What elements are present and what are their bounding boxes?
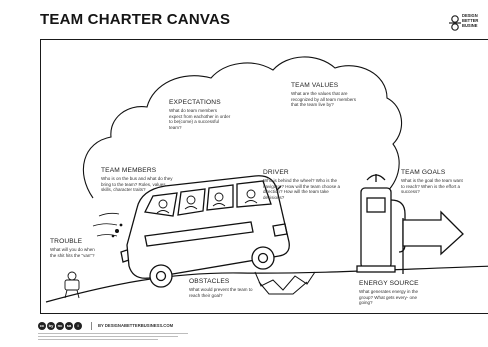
section-team-values[interactable]: TEAM VALUES What are the values that are… [291, 82, 359, 108]
section-question: What are the values that are recognized … [291, 91, 357, 108]
section-obstacles[interactable]: OBSTACLES What would prevent the team to… [189, 278, 253, 298]
fuel-pump-drawing [356, 174, 406, 273]
section-energy-source[interactable]: ENERGY SOURCE What generates energy in t… [359, 280, 425, 306]
info-icon: i [74, 322, 82, 330]
section-trouble[interactable]: TROUBLE What will you do when the shit h… [50, 238, 96, 258]
section-title: TROUBLE [50, 238, 83, 245]
speed-lines [92, 212, 120, 237]
section-question: What would prevent the team to reach the… [189, 287, 253, 298]
section-title: DRIVER [263, 169, 289, 176]
goal-signpost-drawing [402, 210, 464, 274]
section-expectations[interactable]: EXPECTATIONS What do team members expect… [169, 99, 231, 130]
section-team-members[interactable]: TEAM MEMBERS Who is on the bus and what … [101, 167, 173, 193]
road-crack [254, 271, 316, 295]
section-team-goals[interactable]: TEAM GOALS What is the goal the team wan… [401, 169, 467, 195]
footer-divider [91, 322, 92, 330]
section-title: TEAM VALUES [291, 82, 339, 89]
trouble-splat [111, 223, 123, 238]
section-question: What is the goal the team want to reach?… [401, 178, 463, 195]
section-title: TEAM MEMBERS [101, 167, 157, 174]
section-title: TEAM GOALS [401, 169, 446, 176]
canvas-illustration [45, 56, 488, 303]
section-title: OBSTACLES [189, 278, 230, 285]
section-question: Who is behind the wheel? Who is the navi… [263, 178, 341, 200]
design-better-business-logo-icon [449, 15, 461, 31]
attribution-icon: by [47, 322, 55, 330]
brand-name: DESIGN BETTER BUSINE [462, 13, 479, 28]
page-title: TEAM CHARTER CANVAS [40, 11, 231, 28]
section-question: Who is on the bus and what do they bring… [101, 176, 173, 193]
section-title: ENERGY SOURCE [359, 280, 419, 287]
bus-drawing [120, 175, 290, 288]
creative-commons-icon: cc [38, 322, 46, 330]
noncommercial-icon: nc [56, 322, 64, 330]
brand-logo: DESIGN BETTER BUSINE [449, 12, 488, 36]
section-question: What do team members expect from eachoth… [169, 108, 231, 130]
canvas-frame: EXPECTATIONS What do team members expect… [40, 39, 488, 314]
fine-print-license [38, 333, 198, 342]
section-title: EXPECTATIONS [169, 99, 221, 106]
bus-passengers [156, 189, 258, 214]
section-question: What will you do when the shit hits the … [50, 247, 95, 258]
road-line [45, 265, 488, 303]
section-driver[interactable]: DRIVER Who is behind the wheel? Who is t… [263, 169, 343, 200]
trouble-character [64, 271, 80, 299]
sharealike-icon: sa [65, 322, 73, 330]
license-icons: cc by nc sa i [38, 322, 82, 332]
footer-credit-link[interactable]: BY DESIGNABETTERBUSINESS.COM [98, 323, 174, 328]
thought-cloud [82, 56, 403, 199]
section-question: What generates energy in the group? What… [359, 289, 419, 306]
